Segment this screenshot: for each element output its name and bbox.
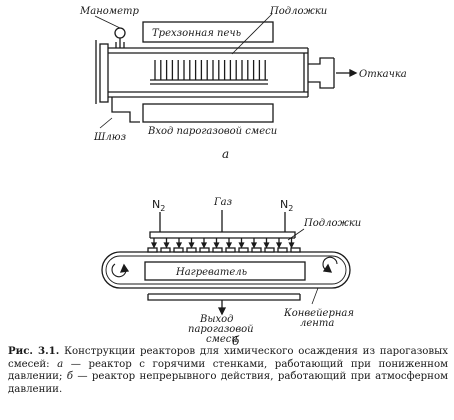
- furnace-bottom-block: [142, 103, 274, 123]
- belt-label-line-1: Конвейерная: [283, 308, 354, 319]
- exhaust-label: Откачка: [359, 69, 407, 80]
- heater-block: [144, 261, 306, 281]
- belt-substrate: [290, 247, 301, 253]
- gas-nozzle-arrow: [275, 242, 283, 249]
- exhaust-line-2: парогазовой: [188, 324, 254, 335]
- belt-substrates: [147, 247, 301, 253]
- exhaust-pipe: [308, 57, 335, 89]
- caption-text-1: Конструкции реакторов для химического ос…: [8, 346, 448, 370]
- conveyor-belt: [101, 251, 351, 289]
- furnace-label: Трехзонная печь: [152, 28, 241, 39]
- wafer-boat: [150, 79, 268, 85]
- reactor-diagrams: Манометр Трехзонная печь Подложки Откачк…: [79, 6, 407, 345]
- substrates-label-a: Подложки: [269, 6, 327, 17]
- caption-text-2: — реактор с горячими стенками, работающи…: [8, 358, 448, 383]
- belt-label-line-2: лента: [300, 318, 334, 329]
- belt-substrate: [160, 247, 171, 253]
- caption-letter-a: а: [57, 358, 64, 370]
- subfigure-b-label: б: [232, 334, 240, 345]
- substrate-wafers: [154, 60, 266, 80]
- caption-letter-b: б: [66, 371, 73, 382]
- belt-substrate: [277, 247, 288, 253]
- belt-substrate: [238, 247, 249, 253]
- belt-roller-left: [111, 263, 130, 278]
- furnace-top-block: [142, 21, 274, 43]
- gas-nozzle-arrow: [213, 242, 220, 249]
- exhaust-line-3: смеси: [206, 334, 238, 345]
- gas-nozzles: [150, 238, 295, 249]
- gas-nozzle-arrow: [288, 242, 295, 249]
- gas-nozzle-arrow: [175, 242, 183, 249]
- gas-inlet-pipe: [111, 97, 140, 123]
- gas-distribution-header: [149, 231, 296, 239]
- manometer-gauge: [114, 27, 126, 48]
- heater-label: Нагреватель: [175, 267, 247, 278]
- substrates-label-b: Подложки: [303, 218, 361, 229]
- caption-figure-number: Рис. 3.1.: [8, 345, 60, 357]
- belt-substrate: [251, 247, 262, 253]
- reactor-tube: [95, 40, 309, 104]
- gas-label: Газ: [213, 197, 232, 208]
- belt-substrate: [199, 247, 210, 253]
- gas-nozzle-arrow: [263, 242, 270, 249]
- diagram-a-hot-wall-reactor: Манометр Трехзонная печь Подложки Откачк…: [79, 6, 407, 161]
- belt-substrate: [147, 247, 158, 253]
- lock-label: Шлюз: [93, 132, 126, 143]
- manometer-label: Манометр: [79, 6, 140, 17]
- gas-nozzle-arrow: [200, 242, 208, 249]
- exhaust-hood: [147, 293, 301, 316]
- belt-substrate: [225, 247, 236, 253]
- belt-substrate: [173, 247, 184, 253]
- gas-nozzle-arrow: [150, 242, 158, 249]
- gas-nozzle-arrow: [250, 242, 258, 249]
- belt-roller-right: [322, 256, 338, 273]
- gas-inlet-label: Вход парогазовой смеси: [147, 126, 277, 137]
- belt-substrate: [212, 247, 223, 253]
- n2-left-label: N2: [152, 198, 165, 213]
- end-flange: [99, 43, 109, 103]
- subfigure-a-label: а: [222, 147, 229, 161]
- exhaust-line-1: Выход: [199, 314, 234, 325]
- caption-text-3: — реактор непрерывного действия, работаю…: [8, 371, 449, 395]
- gas-nozzle-arrow: [163, 242, 170, 249]
- gas-nozzle-arrow: [225, 242, 233, 249]
- gas-nozzle-arrow: [188, 242, 195, 249]
- diagram-b-continuous-reactor: N2 N2 Газ Подложки: [101, 197, 361, 345]
- n2-right-label: N2: [280, 198, 293, 213]
- gas-nozzle-arrow: [238, 242, 245, 249]
- figure-caption: Рис. 3.1. Конструкции реакторов для хими…: [8, 345, 448, 396]
- belt-substrate: [264, 247, 275, 253]
- belt-substrate: [186, 247, 197, 253]
